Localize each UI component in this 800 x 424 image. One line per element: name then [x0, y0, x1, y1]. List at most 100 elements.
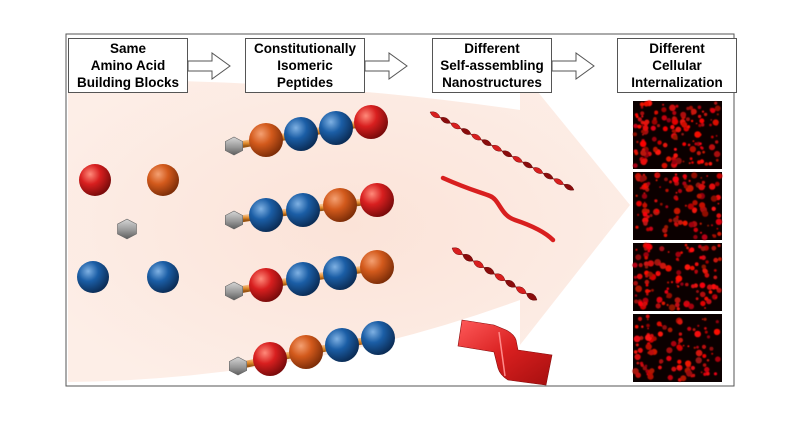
- fluorescent-spot: [682, 344, 685, 347]
- fluorescent-spot: [712, 234, 717, 238]
- fluorescent-spot: [644, 265, 649, 269]
- fluorescent-spot: [633, 335, 641, 343]
- fluorescent-spot: [694, 330, 701, 338]
- orange-residue-sphere: [360, 250, 394, 284]
- fluorescent-spot: [680, 111, 687, 118]
- fluorescent-spot: [682, 174, 687, 179]
- fluorescent-spot: [677, 359, 682, 364]
- fluorescent-spot: [685, 117, 690, 122]
- fluorescent-spot: [711, 352, 714, 355]
- fluorescent-spot: [643, 252, 649, 258]
- fluorescent-spot: [654, 199, 658, 203]
- fluorescent-spot: [716, 213, 722, 219]
- flow-arrow-icon: [551, 52, 595, 80]
- fluorescent-spot: [676, 284, 679, 287]
- fluorescent-spot: [695, 357, 702, 364]
- tape-highlight: [498, 331, 506, 377]
- fluorescent-spot: [694, 142, 698, 146]
- fluorescent-spot: [699, 256, 703, 260]
- fluorescence-signal: [632, 314, 721, 382]
- flow-arrow-icon: [187, 52, 231, 80]
- red-residue-sphere: [354, 105, 388, 139]
- fluorescent-spot: [711, 245, 717, 251]
- micrograph-panel: [633, 172, 723, 241]
- fluorescent-spot: [675, 157, 682, 165]
- fluorescent-spot: [656, 124, 661, 128]
- red-residue-sphere: [360, 183, 394, 217]
- fluorescent-spot: [666, 118, 672, 123]
- red-residue-sphere: [79, 164, 111, 196]
- red-residue-sphere: [253, 342, 287, 376]
- fluorescent-spot: [655, 209, 659, 213]
- fluorescent-spot: [642, 212, 648, 217]
- fluorescent-spot: [673, 147, 677, 151]
- fluorescent-spot: [670, 124, 675, 130]
- fluorescent-spot: [644, 255, 648, 260]
- fluorescent-spot: [672, 176, 679, 183]
- fluorescent-spot: [666, 287, 670, 291]
- fluorescent-spot: [711, 224, 713, 227]
- fluorescent-spot: [632, 163, 638, 169]
- fluorescent-spot: [708, 290, 713, 294]
- fluorescent-spot: [683, 184, 689, 189]
- fluorescent-spot: [712, 119, 719, 126]
- fluorescent-spot: [716, 173, 723, 179]
- fluorescent-spot: [647, 249, 651, 253]
- fluorescent-spot: [704, 307, 706, 309]
- fluorescent-spot: [635, 225, 639, 229]
- fluorescent-spot: [705, 260, 709, 264]
- orange-residue-sphere: [323, 188, 357, 222]
- fluorescent-spot: [717, 244, 721, 248]
- header-internalization: Different Cellular Internalization: [617, 38, 737, 93]
- fluorescent-spot: [700, 123, 705, 127]
- fluorescent-spot: [638, 263, 643, 268]
- fluorescent-spot: [701, 264, 707, 270]
- fluorescent-spot: [707, 224, 710, 227]
- fluorescent-spot: [698, 183, 705, 191]
- fluorescent-spot: [640, 111, 645, 116]
- fluorescent-spot: [646, 181, 651, 186]
- fluorescent-spot: [675, 197, 679, 201]
- fluorescent-spot: [674, 297, 681, 304]
- fluorescent-spot: [671, 118, 679, 125]
- orange-residue-sphere: [147, 164, 179, 196]
- header-line: Building Blocks: [76, 75, 179, 90]
- fluorescent-spot: [687, 143, 691, 147]
- fluorescent-spot: [684, 204, 688, 207]
- fluorescent-spot: [676, 270, 682, 276]
- fluorescence-signal: [632, 100, 721, 169]
- fluorescent-spot: [693, 234, 698, 240]
- fluorescent-spot: [709, 346, 714, 351]
- fluorescent-spot: [708, 161, 713, 166]
- fluorescent-spot: [658, 262, 662, 266]
- fluorescent-spot: [688, 162, 691, 165]
- fluorescent-spot: [670, 340, 677, 347]
- fluorescent-spot: [694, 131, 701, 138]
- fluorescent-spot: [645, 314, 650, 319]
- fluorescent-spot: [680, 282, 684, 286]
- cap-hexagon: [229, 356, 247, 376]
- fluorescent-spot: [661, 107, 667, 113]
- fluorescent-spot: [641, 129, 645, 134]
- fluorescent-spot: [643, 221, 648, 226]
- fluorescent-spot: [685, 282, 689, 287]
- fluorescent-spot: [697, 160, 702, 165]
- fluorescent-spot: [713, 372, 718, 376]
- fluorescent-spot: [675, 275, 683, 282]
- fluorescent-spot: [643, 261, 650, 267]
- fluorescent-spot: [662, 325, 667, 330]
- fluorescent-spot: [644, 279, 650, 285]
- fluorescent-spot: [642, 125, 649, 131]
- orange-residue-sphere: [289, 335, 323, 369]
- fluorescent-spot: [636, 273, 643, 280]
- fluorescent-spot: [699, 282, 706, 289]
- fluorescent-spot: [703, 112, 708, 117]
- fluorescent-spot: [655, 303, 661, 309]
- blue-residue-sphere: [147, 261, 179, 293]
- fluorescent-spot: [712, 294, 718, 300]
- fluorescent-spot: [676, 344, 682, 350]
- fluorescent-spot: [704, 162, 709, 166]
- peptide-chain: [225, 105, 388, 157]
- fluorescent-spot: [687, 125, 691, 129]
